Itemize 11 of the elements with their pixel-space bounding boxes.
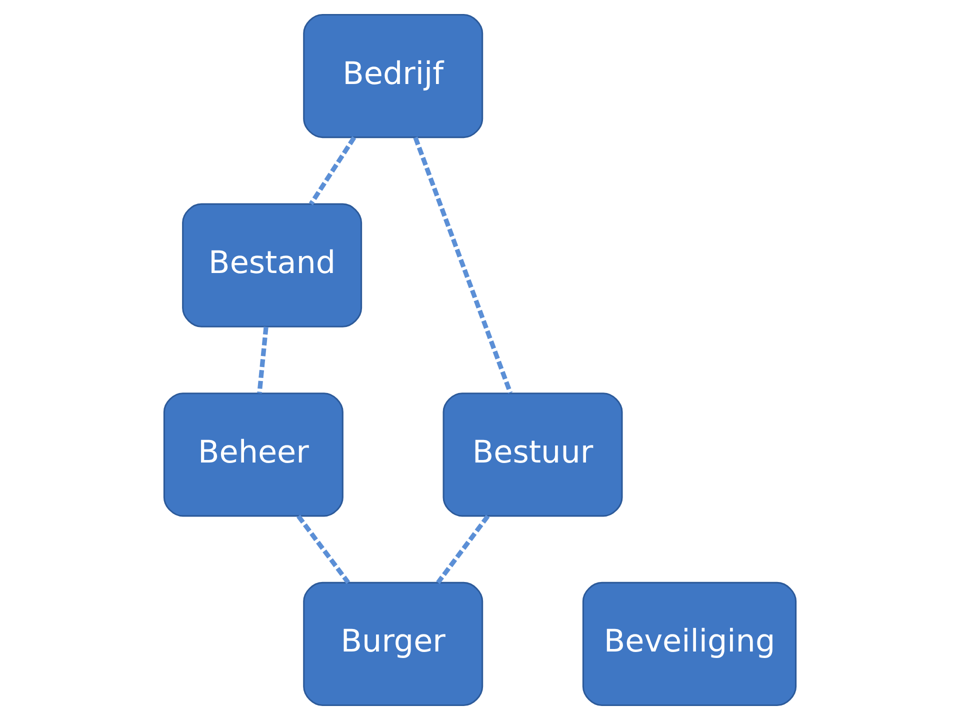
connector	[296, 514, 350, 584]
node-box: Beheer	[163, 392, 344, 517]
connector	[257, 326, 268, 394]
node-box: Burger	[303, 582, 484, 706]
node-box: Bestuur	[442, 392, 623, 517]
connector	[436, 514, 490, 584]
connector	[309, 136, 356, 206]
node-box: Bestand	[182, 203, 362, 328]
node-box: Bedrijf	[303, 14, 484, 138]
connector	[413, 136, 512, 394]
node-box: Beveiliging	[582, 582, 797, 706]
